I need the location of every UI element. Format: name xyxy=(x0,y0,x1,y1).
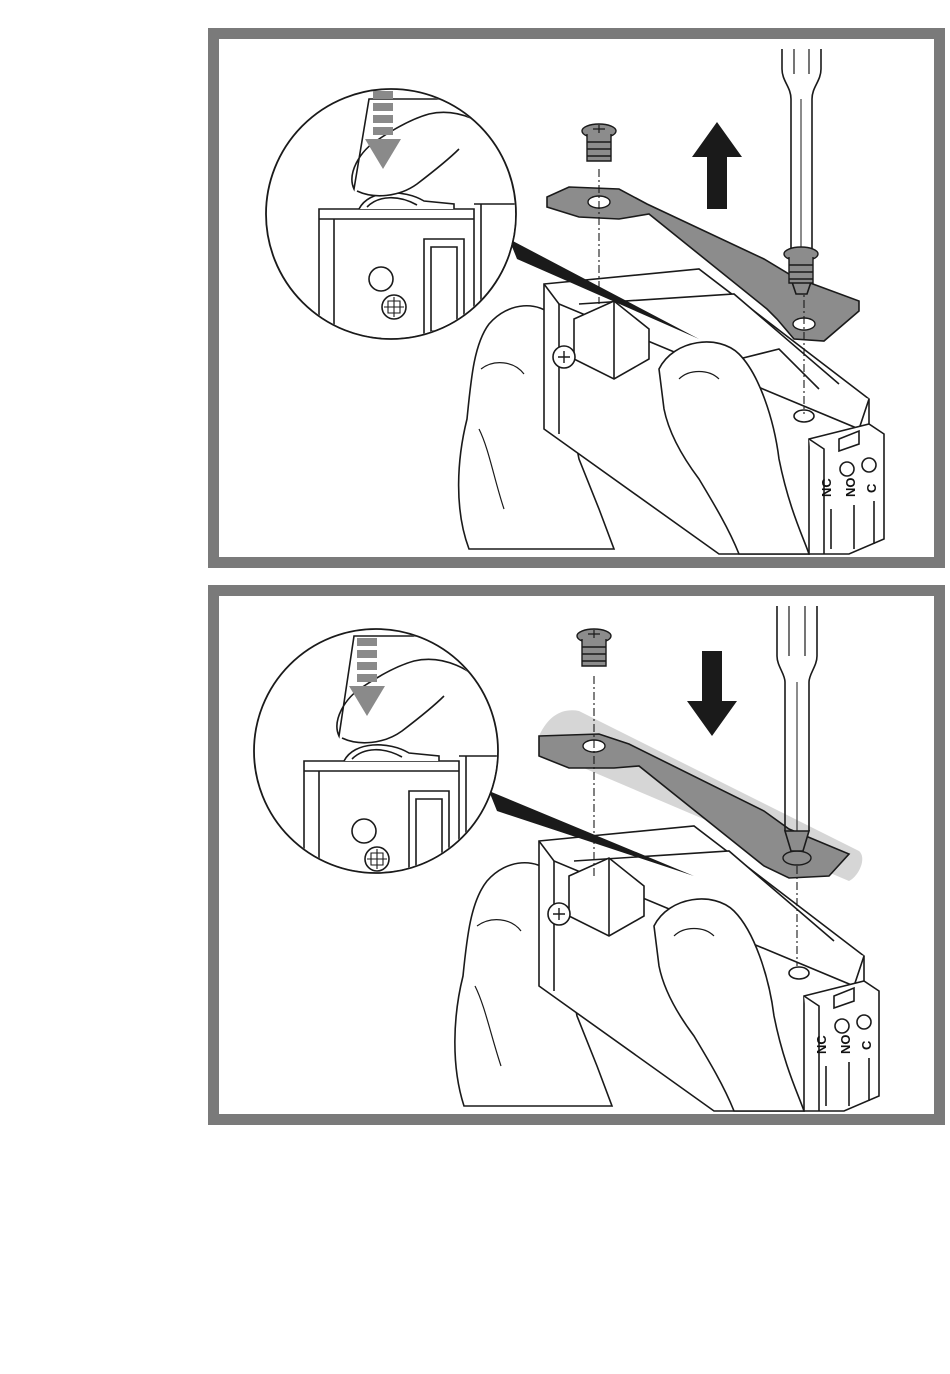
arrow-down-icon xyxy=(687,651,737,736)
terminal-label-c: C xyxy=(864,483,879,493)
install-plate-illustration: NC NO C xyxy=(219,596,934,1114)
terminal-label-no: NO xyxy=(838,1035,853,1055)
terminal-label-c: C xyxy=(859,1040,874,1050)
screw-left xyxy=(577,629,611,666)
detail-callout xyxy=(254,629,504,896)
screw-right xyxy=(784,247,818,283)
illustration-panel-remove: NC NO C xyxy=(208,28,945,568)
screw-left xyxy=(582,124,616,161)
arrow-up-icon xyxy=(692,122,742,209)
terminal-label-nc: NC xyxy=(819,478,834,497)
terminal-label-nc: NC xyxy=(814,1035,829,1054)
detail-callout xyxy=(266,89,519,349)
remove-plate-illustration: NC NO C xyxy=(219,39,934,557)
illustration-panel-install: NC NO C xyxy=(208,585,945,1125)
terminal-label-no: NO xyxy=(843,478,858,498)
